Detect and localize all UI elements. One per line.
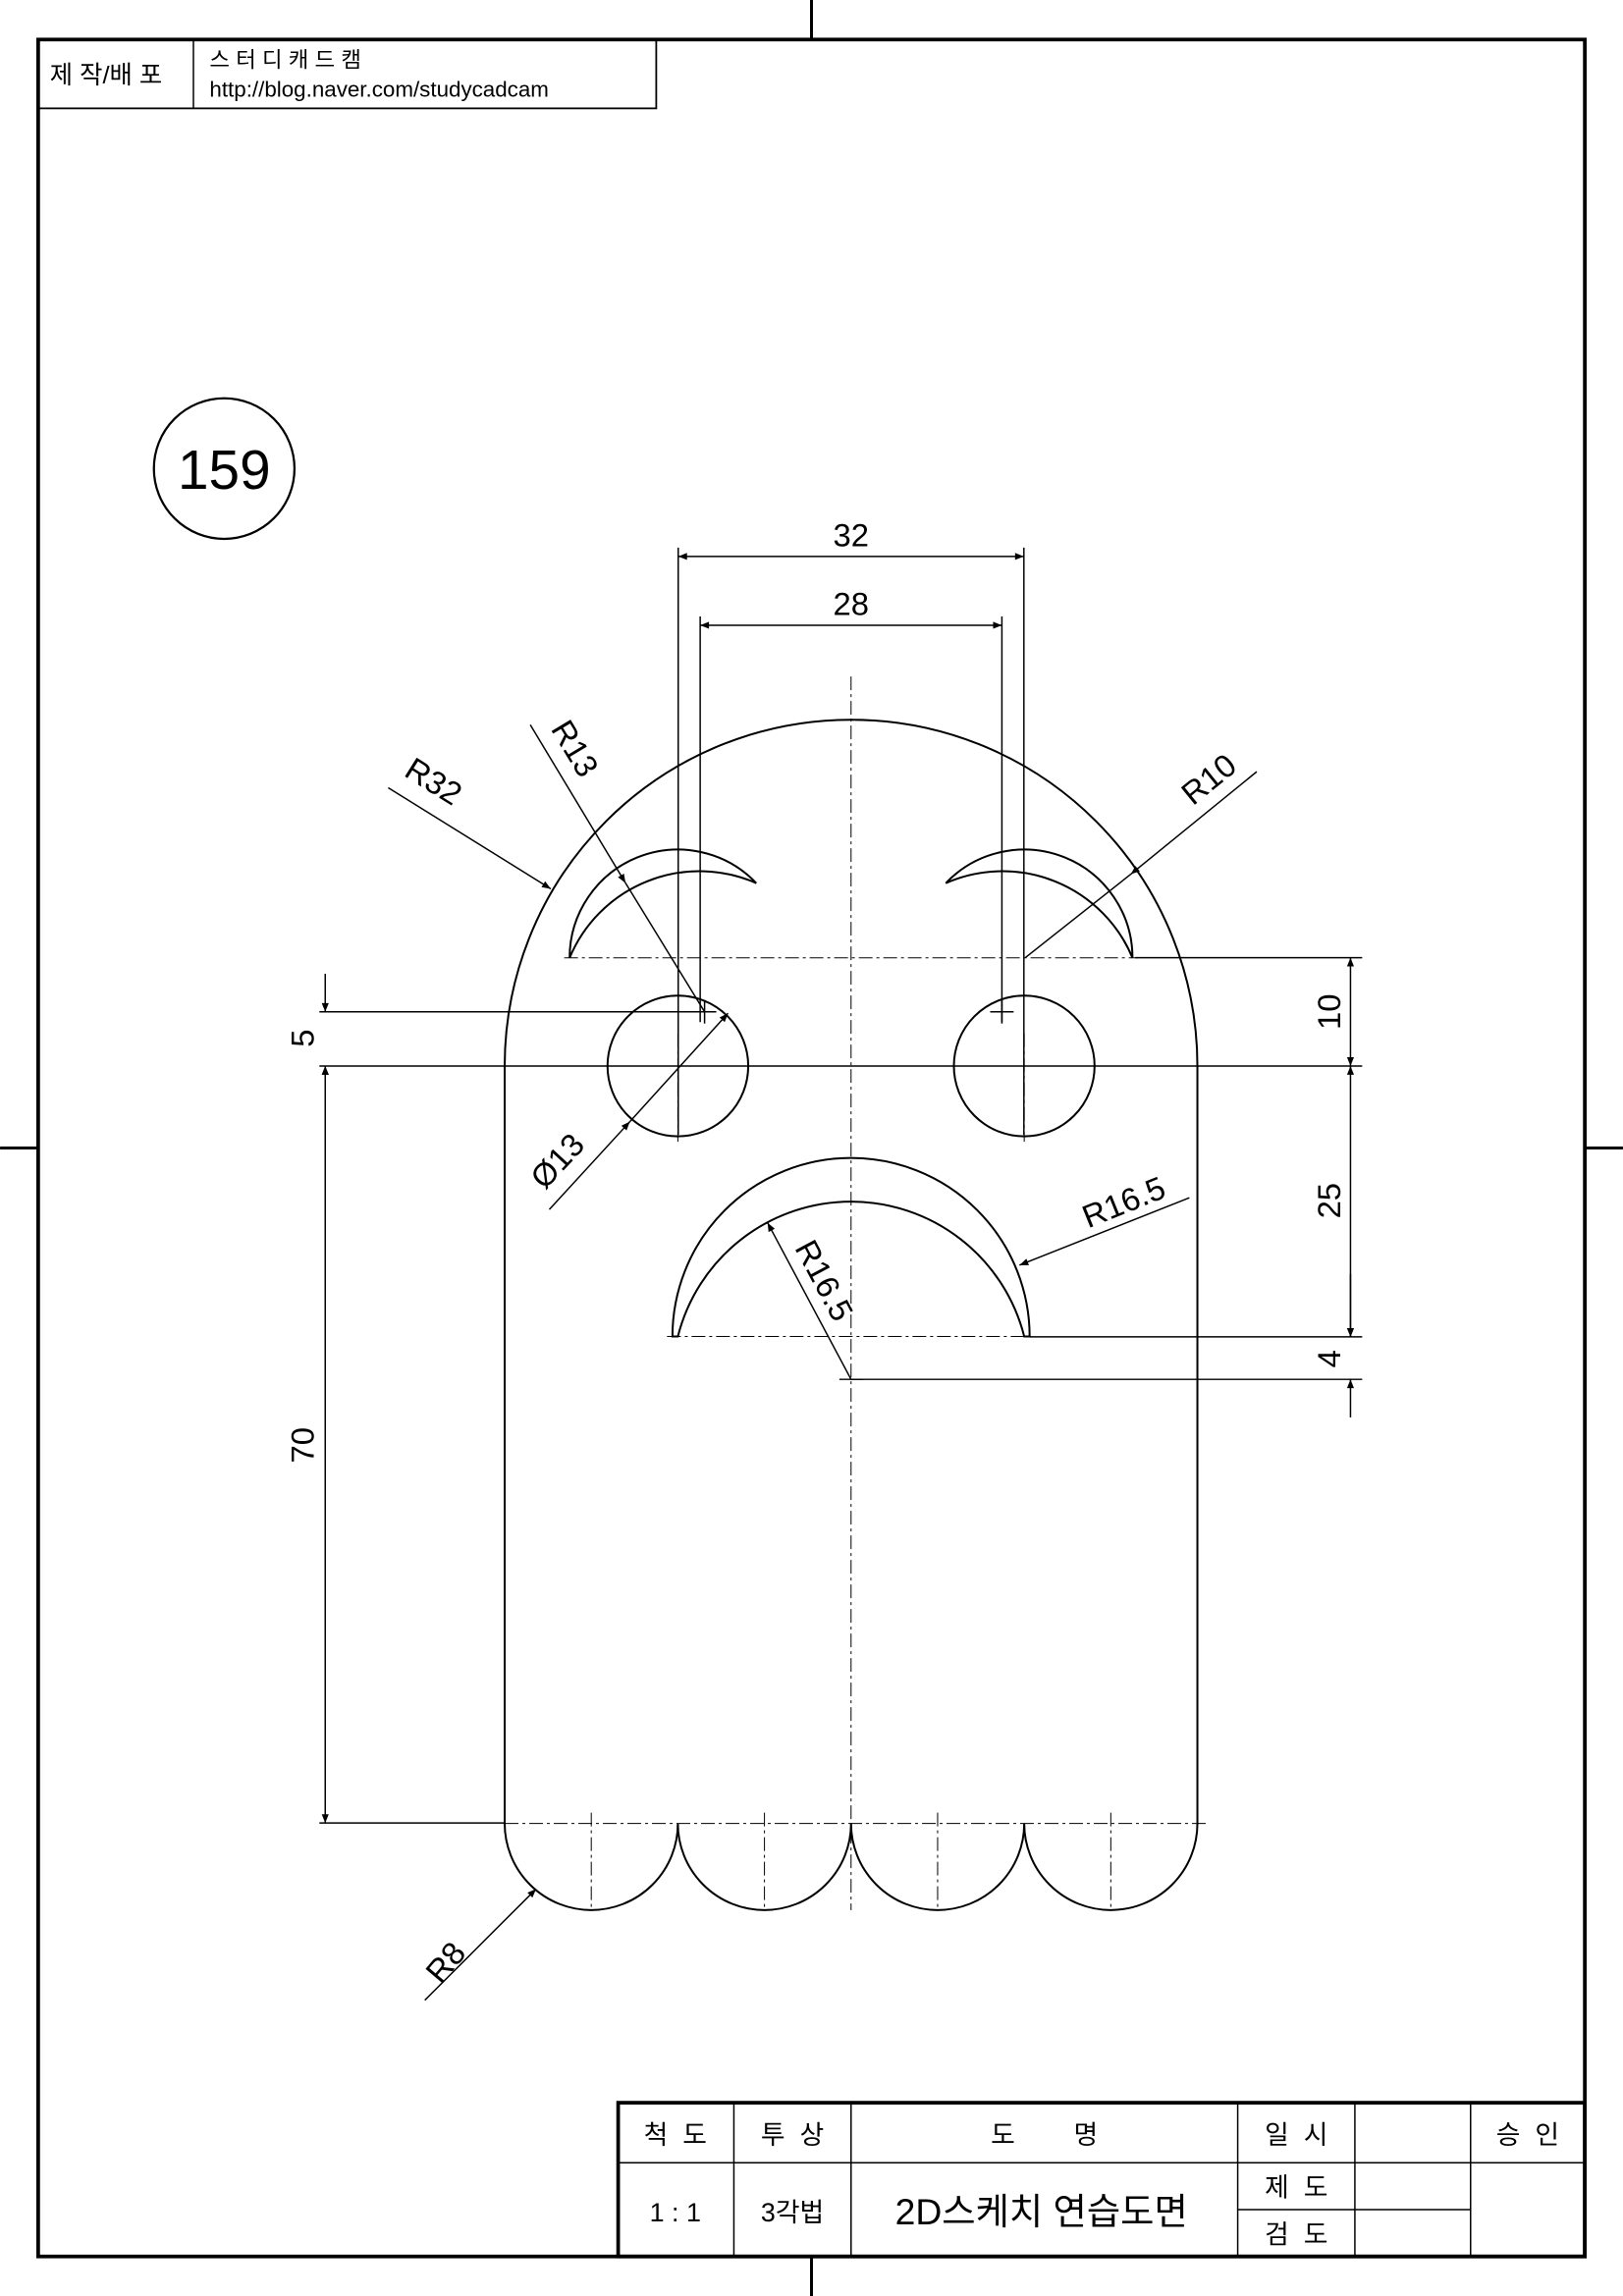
dim-r8: R8 — [418, 1935, 472, 1990]
dim-4: 4 — [1311, 1350, 1347, 1367]
dim-r10: R10 — [1174, 746, 1243, 812]
right-brow — [946, 849, 1132, 957]
dim-32: 32 — [834, 516, 869, 553]
author-name: 스 터 디 캐 드 캠 — [209, 48, 361, 73]
dim-r16-5-outer: R16.5 — [1077, 1169, 1170, 1235]
left-brow — [569, 849, 756, 957]
projection-label: 투 상 — [761, 2120, 824, 2150]
mouth — [673, 1158, 1030, 1337]
scale-value: 1 : 1 — [650, 2198, 701, 2227]
dimension-labels: 32 28 10 25 4 5 70 R32 R13 R10 Ø13 R16.5… — [284, 516, 1347, 1990]
drawing-name-label: 도 명 — [991, 2120, 1098, 2150]
projection-value: 3각법 — [761, 2198, 824, 2227]
drawn-label: 제 도 — [1265, 2173, 1327, 2203]
dim-5: 5 — [284, 1029, 320, 1046]
centerlines — [505, 676, 1209, 1910]
title-block: 척 도 1 : 1 투 상 3각법 도 명 2D스케치 연습도면 일 시 제 도… — [616, 2101, 1587, 2259]
checked-label: 검 도 — [1265, 2219, 1327, 2249]
drawing-number: 159 — [178, 440, 271, 502]
dimension-lines — [321, 553, 1355, 2002]
drawing-name: 2D스케치 연습도면 — [895, 2191, 1188, 2232]
dim-r32: R32 — [399, 750, 468, 812]
dim-28: 28 — [834, 586, 869, 622]
part-geometry — [505, 676, 1209, 1910]
author-url: http://blog.naver.com/studycadcam — [209, 77, 549, 101]
extension-lines — [319, 547, 1363, 1824]
body-outline — [505, 720, 1198, 1910]
author-label: 제 작/배 포 — [50, 62, 162, 89]
dim-25: 25 — [1311, 1183, 1347, 1218]
approval-label: 승 인 — [1496, 2120, 1559, 2150]
dim-10: 10 — [1311, 994, 1347, 1030]
dim-dia13: Ø13 — [523, 1126, 591, 1196]
drawing-number-badge: 159 — [152, 397, 297, 541]
date-label: 일 시 — [1265, 2120, 1327, 2150]
sheet-border — [36, 37, 1587, 2259]
author-box: 제 작/배 포 스 터 디 캐 드 캠 http://blog.naver.co… — [36, 38, 658, 110]
dim-r13: R13 — [544, 714, 606, 783]
scale-label: 척 도 — [644, 2120, 707, 2150]
dim-70: 70 — [284, 1427, 320, 1463]
